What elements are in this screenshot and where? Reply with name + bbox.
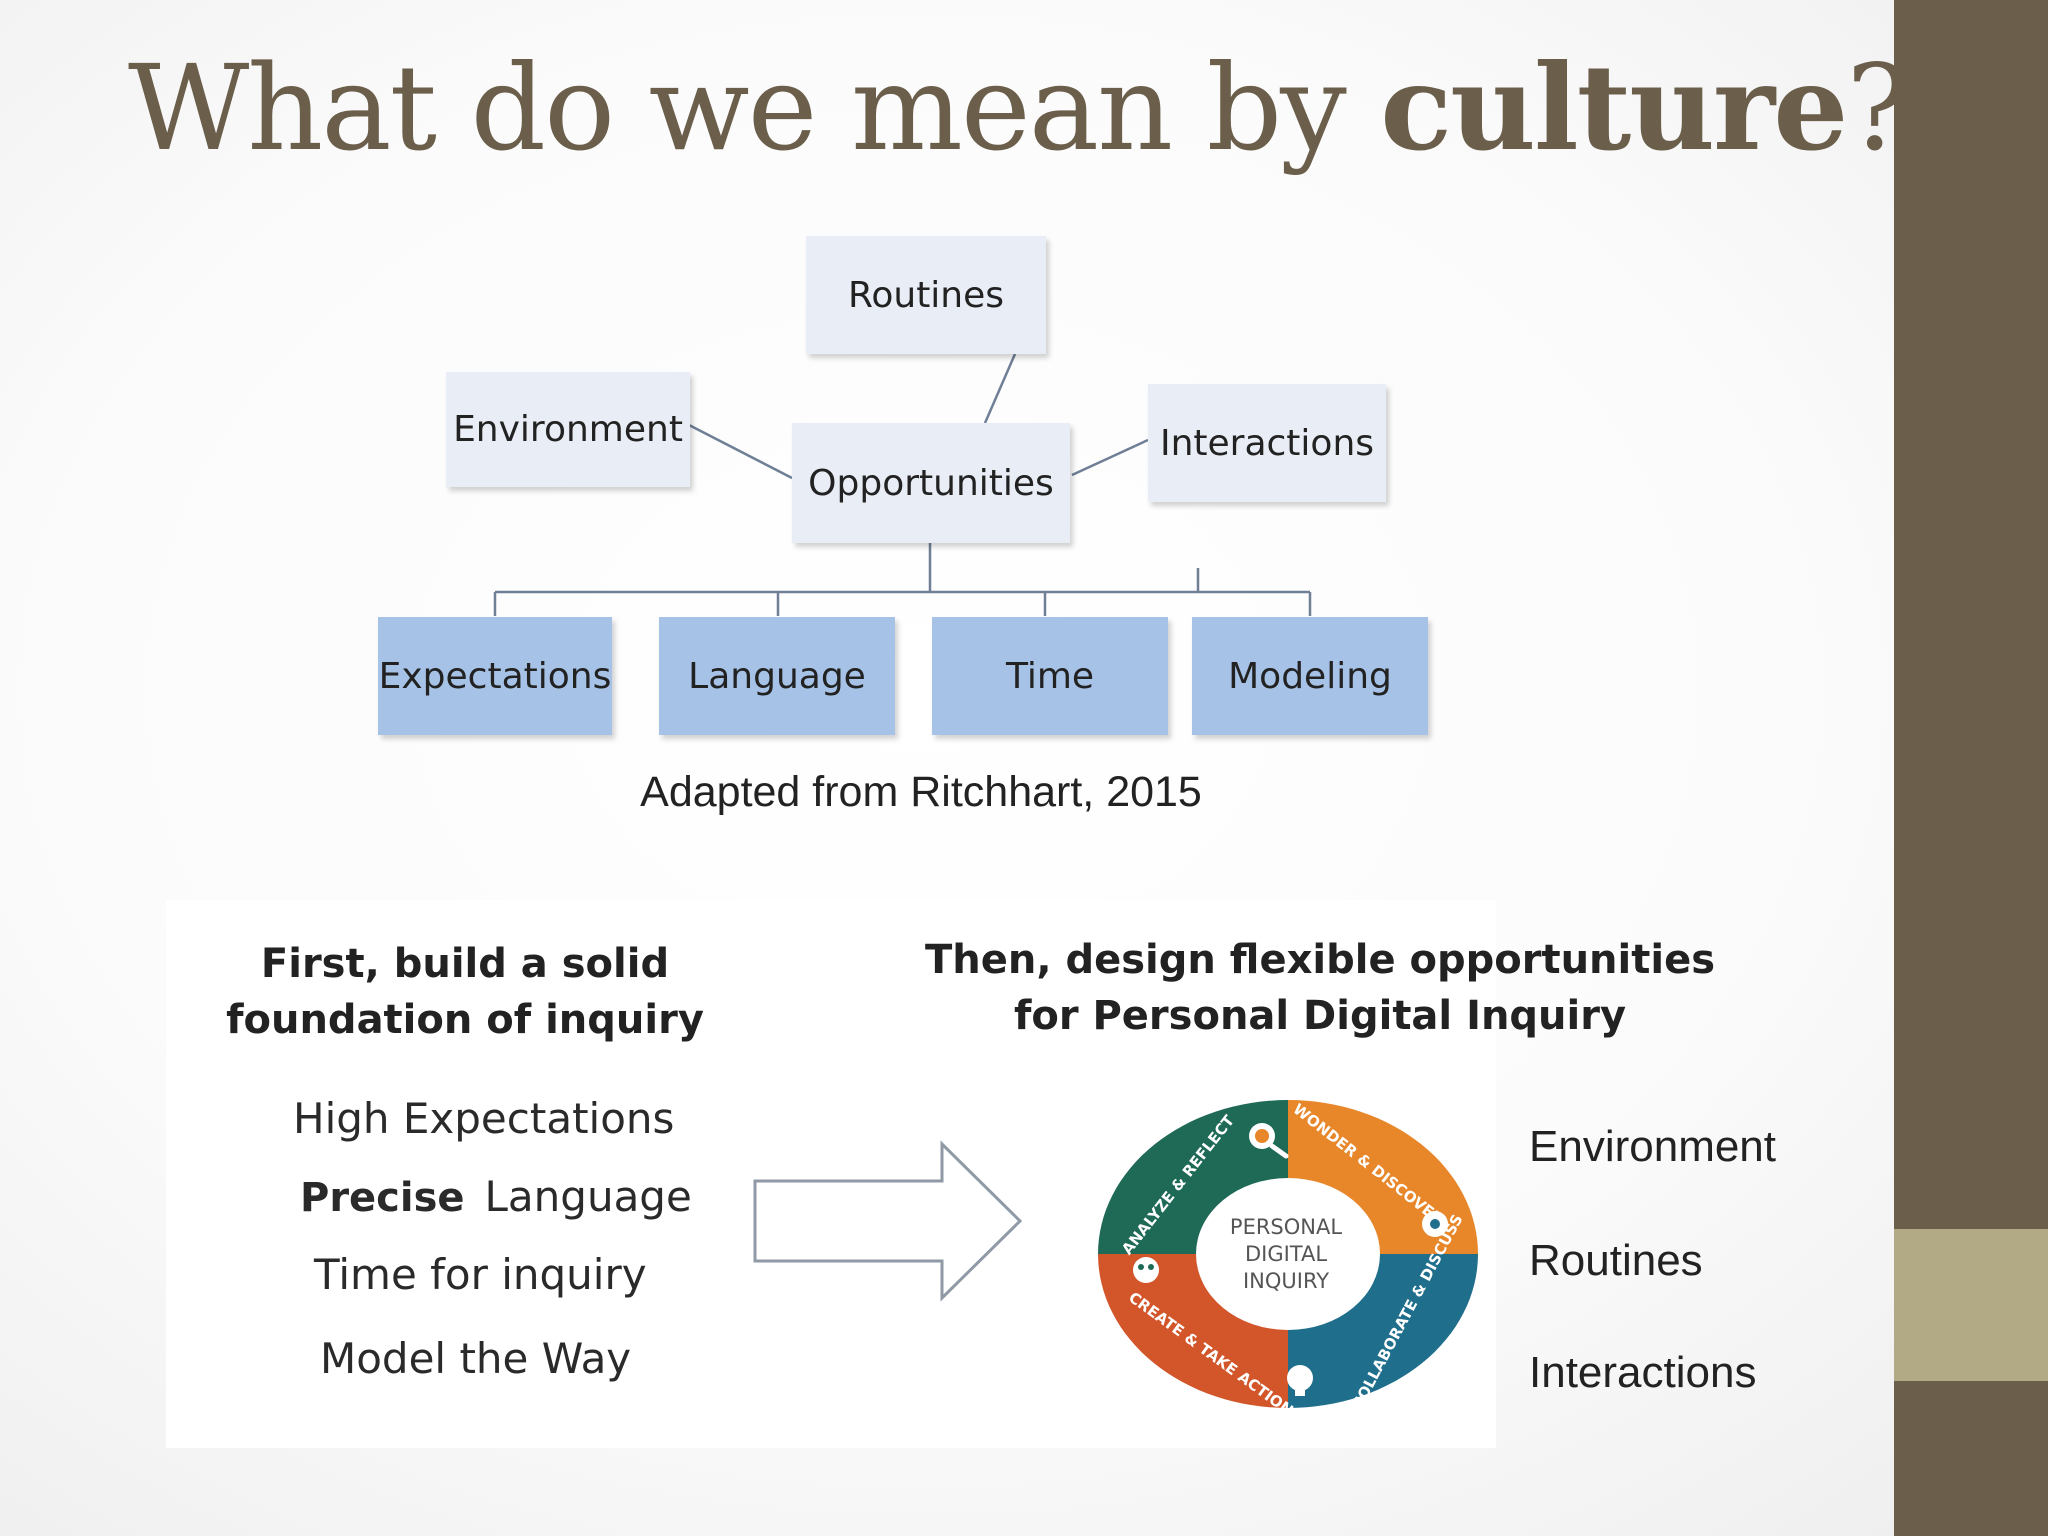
opportunities-label: Opportunities [808, 462, 1054, 504]
precise-bold: Precise [300, 1175, 465, 1221]
right-heading: Then, design flexible opportunities for … [925, 937, 1715, 1039]
cycle-segment-analyze [1098, 1100, 1288, 1254]
right-list-routines: Routines [1529, 1236, 1703, 1285]
inquiry-cycle-diagram: WONDER & DISCOVER COLLABORATE & DISCUSS … [1096, 1100, 1480, 1416]
modeling-box: Modeling [1192, 617, 1428, 735]
cycle-segment-collaborate [1288, 1254, 1478, 1408]
language-box: Language [659, 617, 895, 735]
expectations-label: Expectations [378, 655, 612, 697]
right-arrow-icon [753, 1140, 1023, 1302]
routines-label: Routines [847, 274, 1005, 316]
interactions-box: Interactions [1148, 384, 1386, 502]
item-time-for-inquiry: Time for inquiry [314, 1250, 647, 1299]
interactions-label: Interactions [1159, 422, 1375, 464]
skull-icon [1133, 1257, 1159, 1283]
sidebar-accent [1894, 1229, 2048, 1381]
environment-box: Environment [446, 372, 690, 487]
time-box: Time [932, 617, 1168, 735]
routines-box: Routines [806, 236, 1046, 354]
cycle-center-line-2: DIGITAL [1245, 1242, 1327, 1266]
item-model-the-way: Model the Way [320, 1334, 632, 1383]
lightbulb-icon [1287, 1365, 1313, 1391]
right-list-interactions: Interactions [1529, 1348, 1757, 1397]
cycle-center-line-3: INQUIRY [1243, 1269, 1329, 1293]
item-high-expectations: High Expectations [293, 1094, 675, 1143]
item-precise-language: Precise Language [300, 1172, 692, 1221]
modeling-label: Modeling [1228, 655, 1392, 697]
right-list-environment: Environment [1529, 1122, 1777, 1171]
opportunities-box: Opportunities [792, 423, 1070, 543]
cycle-center-line-1: PERSONAL [1230, 1215, 1342, 1239]
diagram-credit: Adapted from Ritchhart, 2015 [640, 768, 1202, 816]
expectations-box: Expectations [378, 617, 612, 735]
slide-title: What do we mean by culture? [128, 38, 1910, 177]
environment-label: Environment [453, 409, 683, 450]
time-label: Time [1005, 655, 1095, 697]
left-heading: First, build a solid foundation of inqui… [226, 941, 704, 1043]
language-label: Language [688, 655, 866, 697]
cycle-segment-create [1098, 1254, 1288, 1408]
precise-rest: Language [484, 1172, 692, 1221]
